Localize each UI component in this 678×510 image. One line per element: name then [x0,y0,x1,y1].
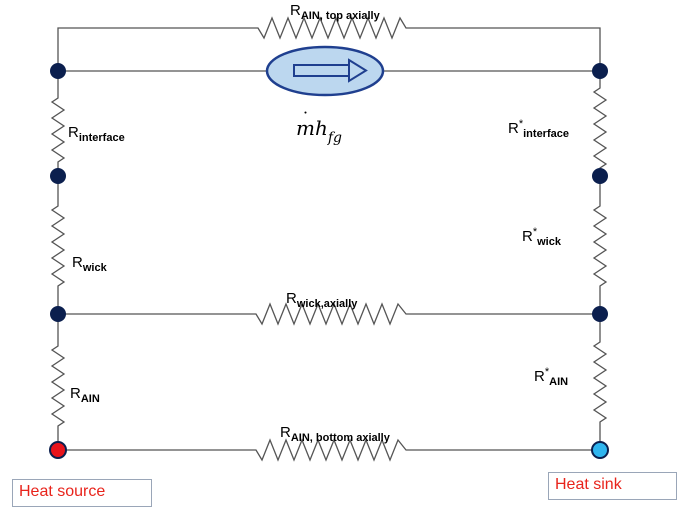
flow-arrow-icon [348,58,368,83]
heat-source-label: Heat source [19,483,106,500]
heat-sink-box: Heat sink [548,472,677,500]
node-wick-right [592,306,608,322]
top-wire [57,16,601,71]
heat-source-node [49,441,67,459]
mass-flow-dot: ˙ [301,109,310,130]
heat-source-box: Heat source [12,479,152,507]
label-r-star-ain: R*AIN [534,366,569,388]
label-r-ain-bottom: RAIN, bottom axially [280,424,390,444]
label-r-ain: RAIN [70,385,100,405]
left-wire-wick [50,176,66,314]
bottom-wire [58,438,600,462]
node-top-left [50,63,66,79]
heat-sink-label: Heat sink [555,476,622,493]
heat-sink-node [591,441,609,459]
middle-wire [58,302,600,326]
node-interface-left [50,168,66,184]
right-wire-interface [592,71,608,176]
label-r-wick: Rwick [72,254,107,274]
label-r-wick-axially: Rwick,axially [286,290,358,310]
node-wick-left [50,306,66,322]
right-wire-wick [592,176,608,314]
mass-flow-latent-heat-label: ˙mhfg [296,109,343,146]
label-r-ain-top: RAIN, top axially [290,2,380,22]
left-wire-interface [50,71,66,176]
label-r-interface: Rinterface [68,124,125,144]
node-top-right [592,63,608,79]
flow-arrow-body [293,64,351,77]
label-r-star-interface: R*interface [508,118,569,140]
right-wire-ain [592,314,608,450]
node-interface-right [592,168,608,184]
left-wire-ain [50,314,66,450]
label-r-star-wick: R*wick [522,226,561,248]
